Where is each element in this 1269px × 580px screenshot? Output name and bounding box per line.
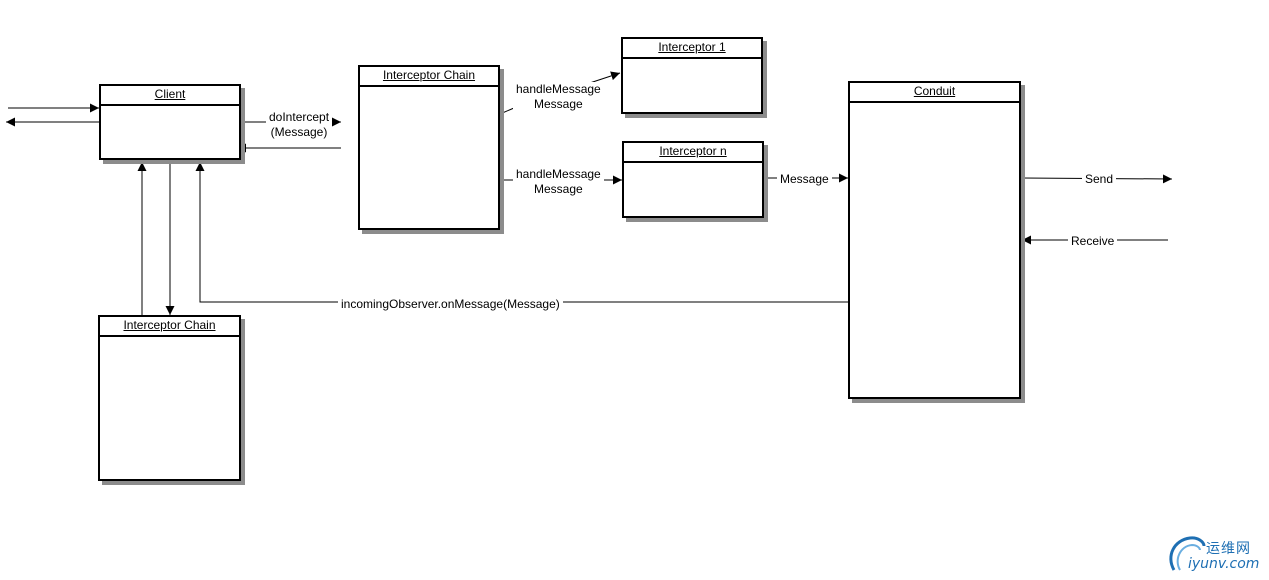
interceptor-chain-bottom-title: Interceptor Chain	[100, 317, 239, 337]
watermark-bottom-text: iyunv.com	[1188, 556, 1260, 572]
interceptor-chain-top-box: Interceptor Chain	[358, 65, 500, 230]
label-receive: Receive	[1068, 234, 1118, 249]
label-incoming-observer: incomingObserver.onMessage(Message)	[338, 297, 563, 312]
interceptor-1-title: Interceptor 1	[623, 39, 761, 59]
watermark-top-text: 运维网	[1206, 541, 1251, 557]
interceptor-chain-top-title: Interceptor Chain	[360, 67, 498, 87]
label-handle-1-line1: handleMessage	[516, 82, 601, 96]
interceptor-n-title: Interceptor n	[624, 143, 762, 163]
interceptor-n-box: Interceptor n	[622, 141, 764, 218]
label-message: Message	[777, 172, 832, 187]
interceptor-chain-bottom-box: Interceptor Chain	[98, 315, 241, 481]
label-handle-1-line2: Message	[534, 97, 583, 111]
interceptor-1-box: Interceptor 1	[621, 37, 763, 114]
label-handle-n-line1: handleMessage	[516, 167, 601, 181]
client-title: Client	[101, 86, 239, 106]
arrow-incoming-observer	[195, 162, 848, 303]
label-do-intercept: doIntercept (Message)	[266, 110, 333, 140]
label-do-intercept-line1: doIntercept	[269, 110, 330, 124]
conduit-box: Conduit	[848, 81, 1021, 399]
label-send: Send	[1082, 172, 1117, 187]
label-handle-n-line2: Message	[534, 182, 583, 196]
client-box: Client	[99, 84, 241, 160]
label-handle-1: handleMessage Message	[513, 82, 604, 112]
conduit-title: Conduit	[850, 83, 1019, 103]
label-handle-n: handleMessage Message	[513, 167, 604, 197]
label-do-intercept-line2: (Message)	[270, 125, 328, 139]
watermark-swirl-icon	[1169, 536, 1206, 571]
watermark-logo: 运维网 iyunv.com	[1166, 534, 1266, 574]
